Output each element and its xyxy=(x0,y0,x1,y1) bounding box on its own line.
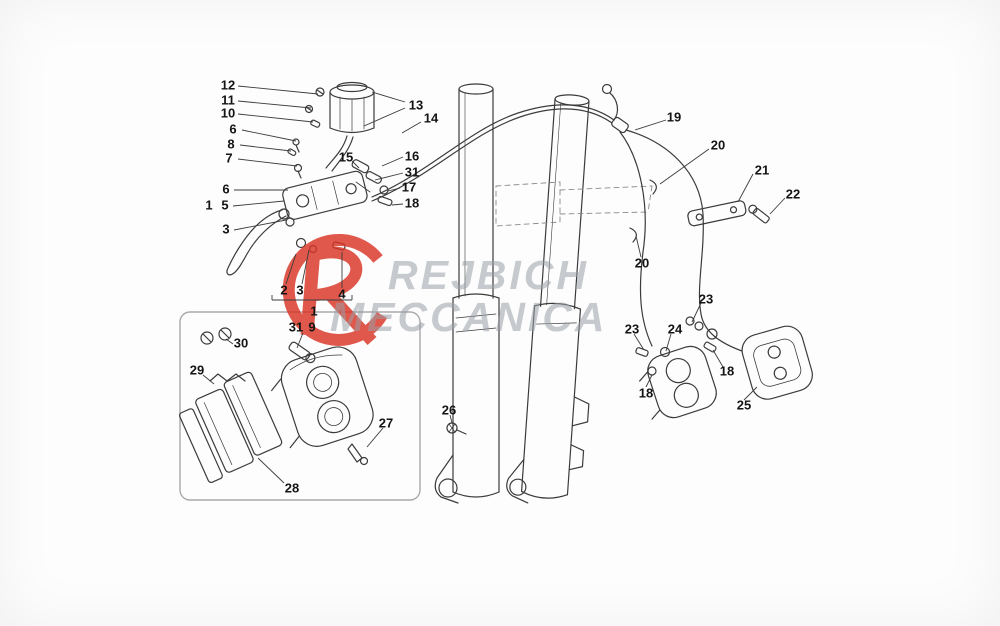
front-caliper-mounted xyxy=(639,345,717,420)
part-callout-25: 25 xyxy=(736,397,752,413)
part-callout-22: 22 xyxy=(785,186,801,202)
leader-line xyxy=(239,144,292,152)
part-callout-3: 3 xyxy=(222,221,230,237)
leader-line xyxy=(387,187,401,192)
leader-line xyxy=(645,374,653,388)
part-callout-24: 24 xyxy=(667,321,683,337)
leader-line xyxy=(371,91,406,103)
leader-line xyxy=(202,374,215,385)
fluid-reservoir xyxy=(315,81,375,172)
part-callout-31: 31 xyxy=(288,319,304,335)
part-callout-4: 4 xyxy=(338,286,346,302)
front-caliper-exploded xyxy=(741,325,813,400)
caliper-body xyxy=(271,346,374,449)
part-callout-8: 8 xyxy=(227,136,235,152)
part-callout-17: 17 xyxy=(401,179,417,195)
leader-line xyxy=(237,100,312,109)
leader-line xyxy=(712,349,724,368)
leader-line xyxy=(634,119,667,131)
part-callout-16: 16 xyxy=(404,148,420,164)
part-callout-18: 18 xyxy=(719,363,735,379)
part-callout-2: 2 xyxy=(280,282,288,298)
leader-line xyxy=(237,113,314,123)
cap-bolts xyxy=(200,327,232,345)
part-callout-1: 1 xyxy=(310,303,318,319)
part-callout-11: 11 xyxy=(221,92,235,108)
leader-line xyxy=(285,253,297,285)
leader-line xyxy=(241,129,297,142)
leader-line xyxy=(691,302,702,323)
leader-line xyxy=(296,332,304,349)
part-callout-18: 18 xyxy=(404,195,420,211)
leader-line xyxy=(659,148,710,185)
part-callout-27: 27 xyxy=(378,415,394,431)
part-callout-1: 1 xyxy=(205,197,213,213)
leader-line xyxy=(374,172,404,181)
hose-bracket xyxy=(687,200,770,227)
leader-line xyxy=(237,158,298,167)
bleed-valve xyxy=(347,443,369,466)
leader-line xyxy=(381,156,404,167)
leader-line xyxy=(769,197,786,215)
part-callout-3: 3 xyxy=(296,282,304,298)
part-callout-14: 14 xyxy=(423,110,439,126)
part-callout-28: 28 xyxy=(284,480,300,496)
leader-line xyxy=(233,219,287,231)
part-callout-20: 20 xyxy=(634,255,650,271)
part-callout-23: 23 xyxy=(624,321,640,337)
part-callout-6: 6 xyxy=(229,121,237,137)
leader-line xyxy=(366,427,384,448)
leader-line xyxy=(743,386,758,401)
part-callout-19: 19 xyxy=(666,109,682,125)
part-callout-23: 23 xyxy=(698,291,714,307)
part-callout-26: 26 xyxy=(441,402,457,418)
leader-line xyxy=(391,203,404,206)
leader-line xyxy=(351,160,360,169)
part-callout-10: 10 xyxy=(220,105,236,121)
part-callout-18: 18 xyxy=(638,385,654,401)
leader-line xyxy=(301,249,310,285)
leader-line xyxy=(237,85,319,95)
leader-line xyxy=(633,333,645,351)
leader-line xyxy=(401,121,422,134)
part-callout-9: 9 xyxy=(308,319,316,335)
leader-line xyxy=(635,235,642,258)
part-callout-31: 31 xyxy=(404,164,420,180)
leader-line xyxy=(232,200,285,207)
leader-line xyxy=(665,333,672,352)
brake-lever xyxy=(226,208,290,276)
part-callout-5: 5 xyxy=(221,197,229,213)
leader-line xyxy=(225,338,234,345)
banjo-fittings xyxy=(635,316,718,376)
part-callout-30: 30 xyxy=(233,335,249,351)
part-callout-20: 20 xyxy=(710,137,726,153)
leader-line xyxy=(737,173,754,203)
leader-line xyxy=(257,457,285,484)
part-callout-13: 13 xyxy=(408,97,424,113)
brake-pads xyxy=(179,371,283,484)
part-callout-21: 21 xyxy=(754,162,770,178)
part-callout-12: 12 xyxy=(220,77,236,93)
leader-line xyxy=(363,107,406,127)
leader-line xyxy=(449,414,453,424)
part-callout-29: 29 xyxy=(189,362,205,378)
part-callout-6: 6 xyxy=(222,181,230,197)
part-callout-7: 7 xyxy=(225,150,233,166)
part-callout-15: 15 xyxy=(338,149,354,165)
